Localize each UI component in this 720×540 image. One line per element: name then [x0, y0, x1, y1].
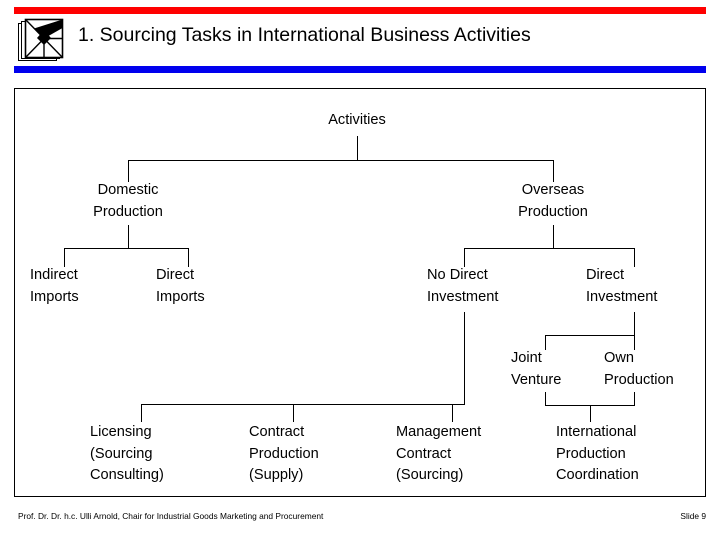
edge-nodirect-drop [464, 312, 465, 404]
edge-activities-to-domestic [128, 160, 129, 182]
page-title: 1. Sourcing Tasks in International Busin… [78, 24, 531, 46]
content-frame [14, 88, 706, 497]
node-direct-imports: Direct Imports [156, 267, 205, 305]
node-overseas-production: Overseas Production [518, 182, 588, 220]
edge-domestic-stem [128, 225, 129, 248]
footer-credit: Prof. Dr. Dr. h.c. Ulli Arnold, Chair fo… [18, 511, 324, 521]
edge-nodirect-bus [141, 404, 465, 405]
edge-nodirect-to-licensing [141, 404, 142, 422]
node-own-production: Own Production [604, 350, 674, 388]
node-domestic-production: Domestic Production [93, 182, 163, 220]
edge-domestic-to-indirect [64, 248, 65, 267]
node-international-production-coordination: International Production Coordination [556, 424, 639, 483]
edge-overseas-stem [553, 225, 554, 248]
node-no-direct-investment: No Direct Investment [427, 267, 499, 305]
footer-slide-number: Slide 9 [680, 511, 706, 521]
tangram-square-logo-icon [18, 16, 66, 62]
node-licensing: Licensing (Sourcing Consulting) [90, 424, 164, 483]
edge-overseas-bus [464, 248, 634, 249]
node-joint-venture: Joint Venture [511, 350, 562, 388]
edge-activities-to-overseas [553, 160, 554, 182]
edge-nodirect-to-contract [293, 404, 294, 422]
edge-directinv-stem [634, 312, 635, 335]
edge-jv-down [545, 392, 546, 405]
edge-activities-stem [357, 136, 358, 160]
edge-domestic-to-direct [188, 248, 189, 267]
edge-directinv-to-jv [545, 335, 546, 350]
node-contract-production: Contract Production (Supply) [249, 424, 319, 483]
edge-overseas-to-direct-inv [634, 248, 635, 267]
edge-overseas-to-nodirect [464, 248, 465, 267]
edge-directinv-to-own [634, 335, 635, 350]
node-management-contract: Management Contract (Sourcing) [396, 424, 482, 483]
node-indirect-imports: Indirect Imports [30, 267, 79, 305]
node-direct-investment: Direct Investment [586, 267, 658, 305]
edge-nodirect-to-management [452, 404, 453, 422]
edge-to-ipc [590, 405, 591, 422]
edge-directinv-bus [545, 335, 635, 336]
header-top-rule [14, 7, 706, 14]
edge-activities-bus [128, 160, 554, 161]
node-activities: Activities [328, 112, 386, 128]
edge-domestic-bus [64, 248, 189, 249]
edge-own-down [634, 392, 635, 405]
header-bottom-rule [14, 66, 706, 73]
